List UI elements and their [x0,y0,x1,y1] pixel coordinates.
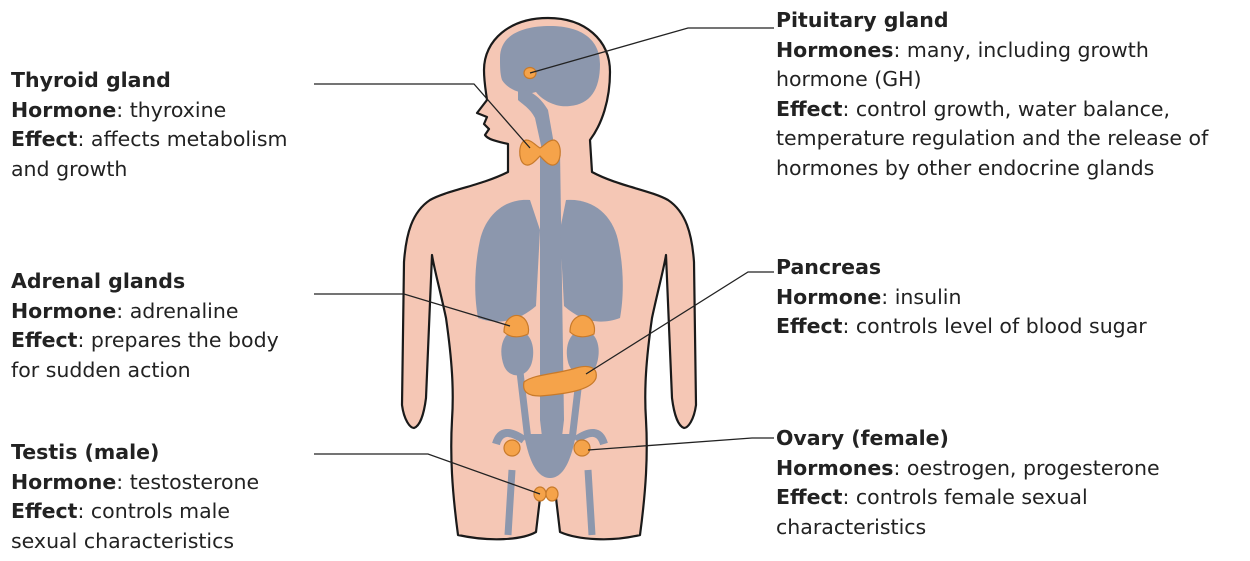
testis-effect-line2: sexual characteristics [11,527,321,557]
thyroid-label: Thyroid gland Hormone: thyroxine Effect:… [11,66,321,184]
pituitary-effect-line1: : control growth, water balance, [842,97,1170,121]
testis-label: Testis (male) Hormone: testosterone Effe… [11,438,321,556]
adrenal-hormone-key: Hormone [11,299,116,323]
testis-hormone-key: Hormone [11,470,116,494]
pituitary-label: Pituitary gland Hormones: many, includin… [776,6,1246,183]
adrenal-effect-key: Effect [11,328,77,352]
pituitary-effect-line3: hormones by other endocrine glands [776,154,1246,184]
thyroid-effect-line1: : affects metabolism [77,127,287,151]
adrenal-title: Adrenal glands [11,267,321,297]
pituitary-title: Pituitary gland [776,6,1246,36]
ovary-title: Ovary (female) [776,424,1246,454]
testis-hormone-text: : testosterone [116,470,259,494]
right-testis [546,487,558,501]
pancreas-hormone-text: : insulin [881,285,961,309]
thyroid-hormone-text: : thyroxine [116,98,226,122]
ovary-label: Ovary (female) Hormones: oestrogen, prog… [776,424,1246,542]
ovary-effect-line1: : controls female sexual [842,485,1087,509]
pancreas-title: Pancreas [776,253,1246,283]
spine [540,150,564,470]
left-ovary [504,440,520,456]
ovary-hormone-text: : oestrogen, progesterone [894,456,1160,480]
pancreas-label: Pancreas Hormone: insulin Effect: contro… [776,253,1246,342]
thyroid-effect-key: Effect [11,127,77,151]
thyroid-effect-line2: and growth [11,155,321,185]
pancreas-effect-key: Effect [776,314,842,338]
pituitary-hormone-line1: : many, including growth [894,38,1149,62]
adrenal-hormone-text: : adrenaline [116,299,238,323]
pituitary-hormone-line2: hormone (GH) [776,65,1246,95]
ovary-effect-line2: characteristics [776,513,1246,543]
pituitary-hormone-key: Hormones [776,38,894,62]
testis-effect-key: Effect [11,499,77,523]
adrenal-effect-line1: : prepares the body [77,328,278,352]
thyroid-hormone-key: Hormone [11,98,116,122]
pancreas-effect-text: : controls level of blood sugar [842,314,1146,338]
ovary-hormone-key: Hormones [776,456,894,480]
pituitary-effect-key: Effect [776,97,842,121]
testis-title: Testis (male) [11,438,321,468]
right-ovary [574,440,590,456]
pituitary-effect-line2: temperature regulation and the release o… [776,124,1246,154]
adrenal-label: Adrenal glands Hormone: adrenaline Effec… [11,267,321,385]
pancreas-hormone-key: Hormone [776,285,881,309]
adrenal-effect-line2: for sudden action [11,356,321,386]
testis-effect-line1: : controls male [77,499,230,523]
ovary-effect-key: Effect [776,485,842,509]
thyroid-title: Thyroid gland [11,66,321,96]
